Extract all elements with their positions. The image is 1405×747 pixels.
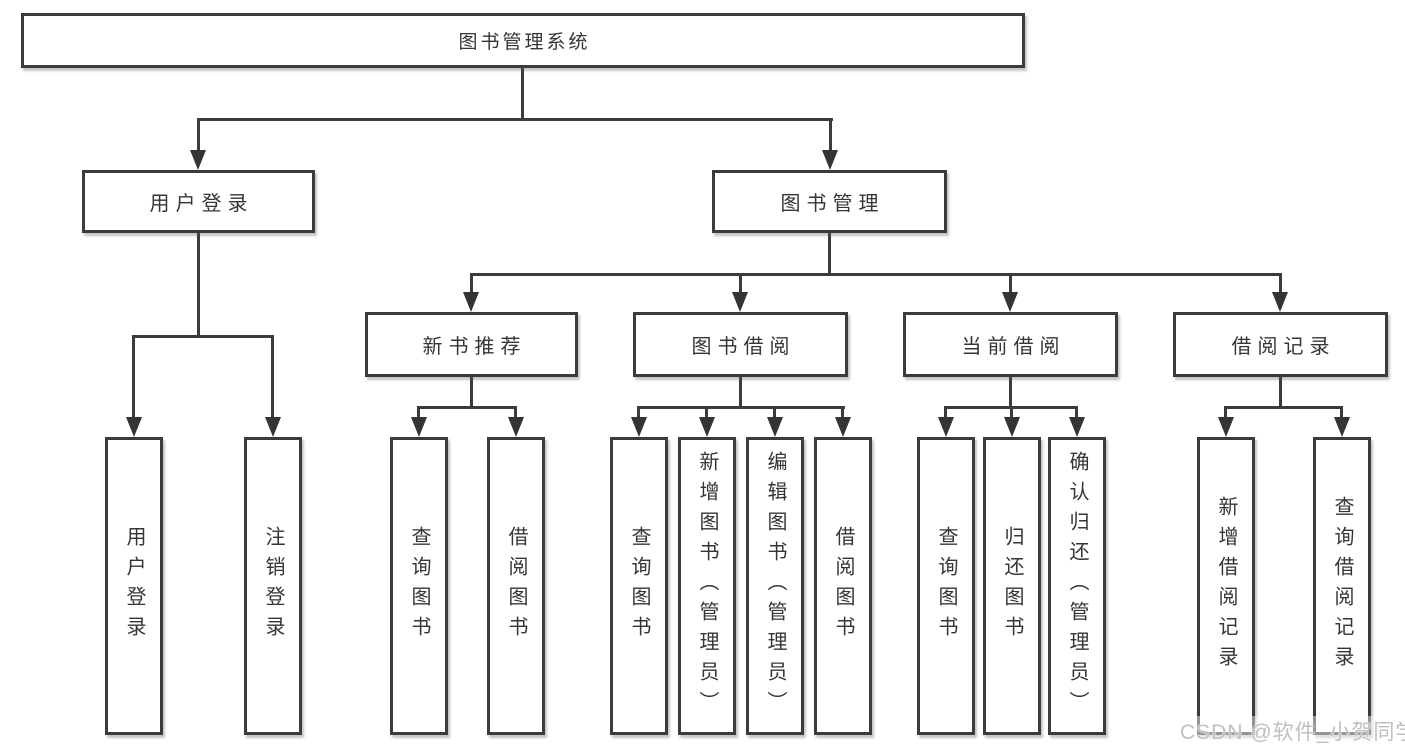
- leaf-br-query-record: 查询借阅记录: [1313, 437, 1371, 735]
- leaf-nb-borrow-book: 借阅图书: [487, 437, 545, 735]
- connector-line: [1010, 406, 1013, 419]
- node-root: 图书管理系统: [21, 13, 1025, 68]
- arrowhead-icon: [1334, 417, 1350, 437]
- arrowhead-icon: [1002, 292, 1018, 312]
- arrowhead-icon: [699, 417, 715, 437]
- watermark: CSDN @软件_小贺同学: [1180, 716, 1405, 746]
- node-current-borrow: 当前借阅: [903, 312, 1118, 377]
- node-new-book-recommend: 新书推荐: [365, 312, 578, 377]
- leaf-cb-confirm-return-admin: 确认归还（管理员）: [1048, 437, 1106, 735]
- connector-line: [637, 406, 845, 409]
- connector-line: [271, 335, 274, 419]
- leaf-user-login: 用户登录: [105, 437, 163, 735]
- connector-line: [829, 118, 832, 152]
- connector-line: [132, 335, 135, 419]
- leaf-label: 借阅图书: [832, 526, 854, 646]
- arrowhead-icon: [190, 150, 206, 170]
- connector-line: [1009, 377, 1012, 406]
- connector-line: [470, 273, 473, 294]
- arrowhead-icon: [732, 292, 748, 312]
- connector-line: [417, 406, 517, 409]
- leaf-br-add-record: 新增借阅记录: [1197, 437, 1255, 735]
- leaf-label: 确认归还（管理员）: [1066, 451, 1088, 721]
- leaf-label: 查询借阅记录: [1331, 496, 1353, 676]
- connector-line: [1340, 406, 1343, 419]
- connector-line: [705, 406, 708, 419]
- leaf-label: 注销登录: [262, 526, 284, 646]
- connector-line: [1279, 273, 1282, 294]
- arrowhead-icon: [126, 417, 142, 437]
- arrowhead-icon: [822, 150, 838, 170]
- connector-line: [132, 335, 274, 338]
- connector-line: [1224, 406, 1227, 419]
- leaf-bb-borrow-book: 借阅图书: [814, 437, 872, 735]
- connector-line: [841, 406, 844, 419]
- connector-line: [514, 406, 517, 419]
- connector-line: [773, 406, 776, 419]
- node-book-management: 图书管理: [712, 170, 947, 233]
- connector-line: [1224, 406, 1343, 409]
- connector-line: [739, 273, 742, 294]
- connector-line: [828, 233, 831, 273]
- leaf-cb-return-book: 归还图书: [983, 437, 1041, 735]
- connector-line: [1009, 273, 1012, 294]
- leaf-label: 借阅图书: [505, 526, 527, 646]
- connector-line: [1279, 377, 1282, 406]
- connector-line: [417, 406, 420, 419]
- leaf-label: 查询图书: [408, 526, 430, 646]
- connector-line: [470, 377, 473, 406]
- arrowhead-icon: [411, 417, 427, 437]
- connector-line: [637, 406, 640, 419]
- connector-line: [470, 273, 1282, 276]
- connector-line: [197, 118, 200, 152]
- arrowhead-icon: [1218, 417, 1234, 437]
- leaf-label: 查询图书: [628, 526, 650, 646]
- leaf-logout: 注销登录: [244, 437, 302, 735]
- leaf-label: 编辑图书（管理员）: [764, 451, 786, 721]
- connector-line: [521, 68, 524, 118]
- arrowhead-icon: [1069, 417, 1085, 437]
- connector-line: [1075, 406, 1078, 419]
- connector-line: [944, 406, 947, 419]
- arrowhead-icon: [835, 417, 851, 437]
- arrowhead-icon: [508, 417, 524, 437]
- leaf-label: 新增图书（管理员）: [696, 451, 718, 721]
- leaf-bb-query-book: 查询图书: [610, 437, 668, 735]
- node-user-login: 用户登录: [82, 170, 315, 233]
- connector-line: [197, 118, 833, 121]
- leaf-bb-add-book-admin: 新增图书（管理员）: [678, 437, 736, 735]
- arrowhead-icon: [1004, 417, 1020, 437]
- arrowhead-icon: [631, 417, 647, 437]
- leaf-label: 查询图书: [935, 526, 957, 646]
- arrowhead-icon: [938, 417, 954, 437]
- arrowhead-icon: [767, 417, 783, 437]
- leaf-nb-query-book: 查询图书: [390, 437, 448, 735]
- arrowhead-icon: [265, 417, 281, 437]
- leaf-label: 用户登录: [123, 526, 145, 646]
- node-borrow-records: 借阅记录: [1173, 312, 1388, 377]
- node-book-borrow: 图书借阅: [633, 312, 848, 377]
- arrowhead-icon: [463, 292, 479, 312]
- connector-line: [739, 377, 742, 406]
- connector-line: [197, 233, 200, 335]
- leaf-bb-edit-book-admin: 编辑图书（管理员）: [746, 437, 804, 735]
- leaf-label: 新增借阅记录: [1215, 496, 1237, 676]
- arrowhead-icon: [1272, 292, 1288, 312]
- leaf-label: 归还图书: [1001, 526, 1023, 646]
- leaf-cb-query-book: 查询图书: [917, 437, 975, 735]
